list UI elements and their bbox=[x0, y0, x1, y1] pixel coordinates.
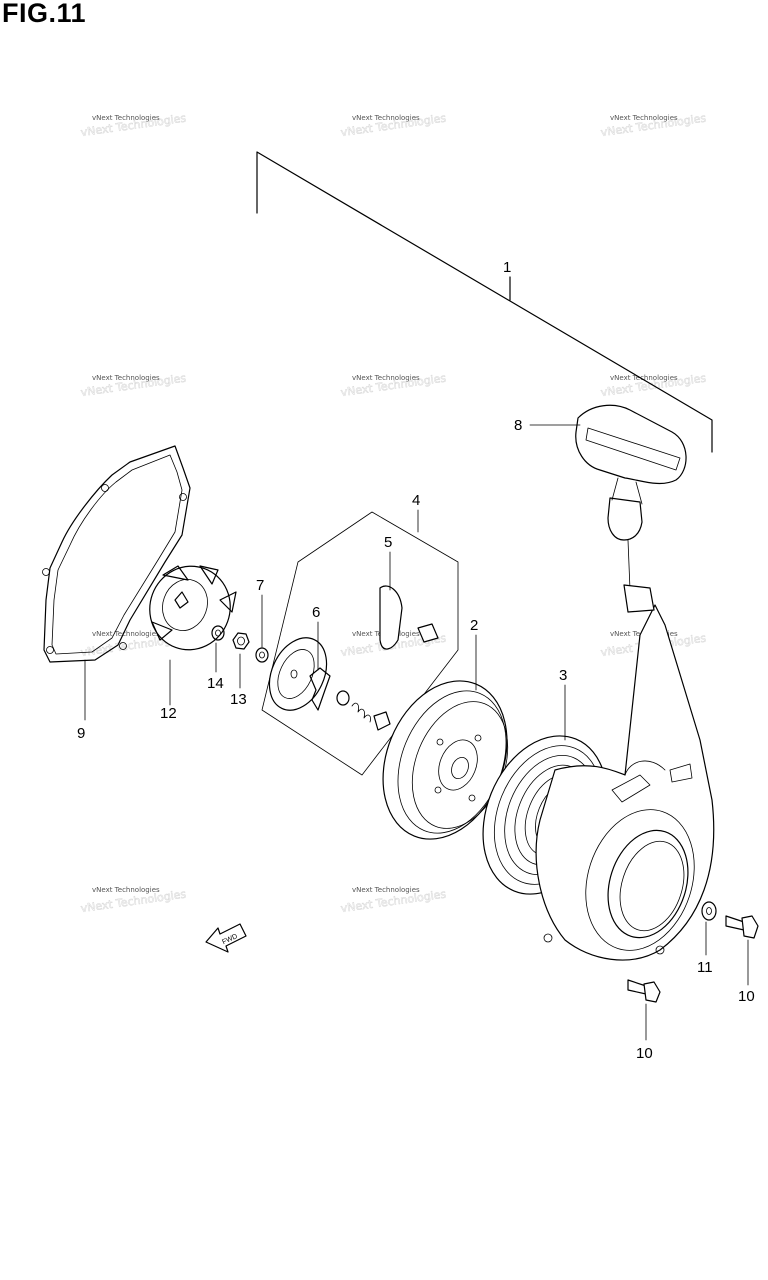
spring-and-pin-set bbox=[336, 551, 439, 731]
callout-10-lower: 10 bbox=[636, 1045, 653, 1062]
fwd-direction-arrow: FWD bbox=[205, 923, 247, 953]
watermark-text: vNext Technologies bbox=[352, 886, 420, 894]
callout-8: 8 bbox=[514, 417, 522, 434]
callout-13: 13 bbox=[230, 691, 247, 708]
callout-14: 14 bbox=[207, 675, 224, 692]
callout-10-upper: 10 bbox=[738, 988, 755, 1005]
callout-2: 2 bbox=[470, 617, 478, 634]
callout-labels: 1 2 3 4 5 6 7 8 9 10 10 11 12 13 14 bbox=[77, 259, 755, 1062]
callout-9: 9 bbox=[77, 725, 85, 742]
watermark-text: vNext Technologies bbox=[92, 630, 160, 638]
group-outline-4 bbox=[261, 509, 459, 776]
callout-7: 7 bbox=[256, 577, 264, 594]
watermark-text: vNext Technologies bbox=[92, 374, 160, 382]
bolt-part-10-upper bbox=[725, 915, 759, 986]
callout-3: 3 bbox=[559, 667, 567, 684]
callout-5: 5 bbox=[384, 534, 392, 551]
nut-part-7 bbox=[255, 594, 269, 663]
callout-6: 6 bbox=[312, 604, 320, 621]
watermark-text: vNext Technologies bbox=[352, 114, 420, 122]
starter-case-part-1 bbox=[535, 604, 715, 961]
starter-handle-part-8 bbox=[529, 404, 687, 613]
ratchet-plate-part-6 bbox=[268, 621, 331, 711]
bolt-part-10-lower bbox=[627, 979, 661, 1041]
watermark-text: vNext Technologies bbox=[352, 374, 420, 382]
callout-4: 4 bbox=[412, 492, 420, 509]
watermark-text: vNext Technologies bbox=[610, 374, 678, 382]
washer-part-14 bbox=[211, 625, 225, 673]
drive-cup-part-12 bbox=[149, 565, 237, 706]
watermark-text: vNext Technologies bbox=[92, 114, 160, 122]
gasket-part-9 bbox=[42, 445, 191, 721]
watermark-text: vNext Technologies bbox=[92, 886, 160, 894]
watermark-text: vNext Technologies bbox=[610, 114, 678, 122]
figure-title: FIG.11 bbox=[2, 0, 87, 28]
nut-part-13 bbox=[232, 632, 250, 689]
callout-11: 11 bbox=[697, 959, 713, 976]
callout-1: 1 bbox=[503, 259, 511, 276]
callout-12: 12 bbox=[160, 705, 177, 722]
washer-part-11 bbox=[701, 901, 717, 956]
assembly-bracket-1 bbox=[256, 151, 713, 453]
